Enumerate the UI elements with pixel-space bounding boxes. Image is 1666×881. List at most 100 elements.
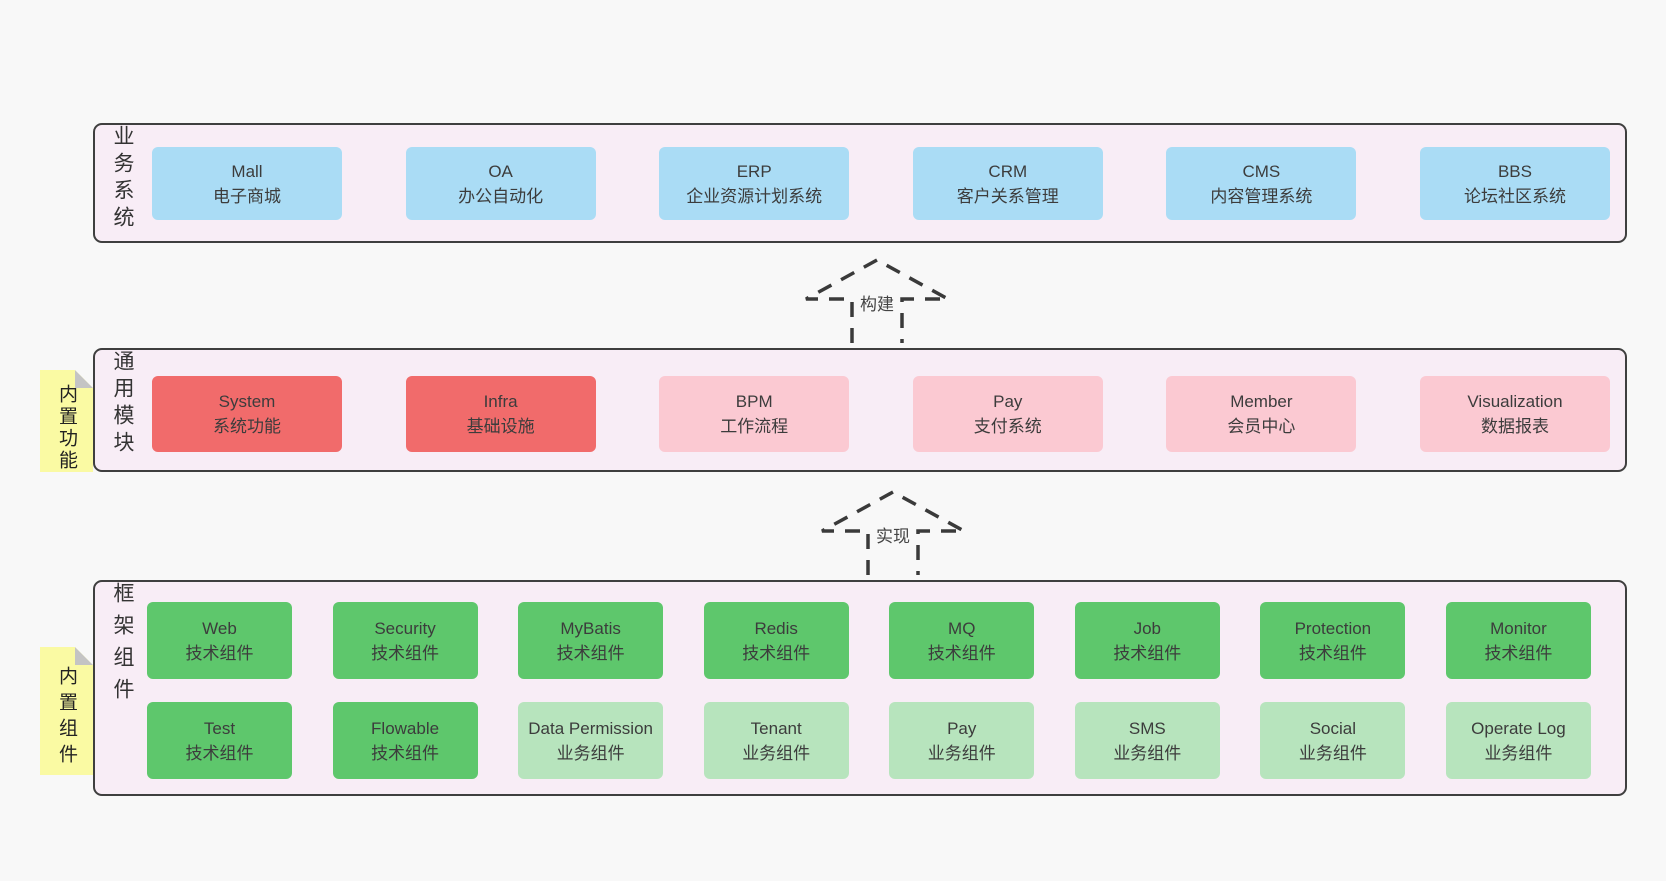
module-desc: 基础设施 <box>466 417 535 436</box>
component-box-mq: MQ 技术组件 <box>889 602 1035 679</box>
component-box-job: Job 技术组件 <box>1074 602 1220 679</box>
module-box-mall: Mall 电子商城 <box>152 147 342 220</box>
module-name: System <box>218 392 276 411</box>
component-desc: 技术组件 <box>556 643 625 663</box>
component-name: Pay <box>947 718 977 738</box>
layer-common-modules: 通用模块 System 系统功能 Infra 基础设施 BPM 工作流程 Pay… <box>93 348 1627 472</box>
component-desc: 技术组件 <box>371 743 440 763</box>
component-box-test: Test 技术组件 <box>147 702 292 779</box>
up-arrow-icon <box>821 490 965 575</box>
component-desc: 技术组件 <box>1113 643 1182 663</box>
component-name: Redis <box>754 618 798 638</box>
module-name: Pay <box>993 392 1023 411</box>
component-name: Monitor <box>1490 618 1547 638</box>
common-modules-row: System 系统功能 Infra 基础设施 BPM 工作流程 Pay 支付系统… <box>152 376 1610 452</box>
module-desc: 企业资源计划系统 <box>686 186 823 206</box>
component-name: Security <box>374 618 436 638</box>
component-desc: 业务组件 <box>1113 743 1182 763</box>
module-name: Mall <box>231 161 263 181</box>
component-name: Web <box>202 618 237 638</box>
component-box-tenant: Tenant 业务组件 <box>703 702 849 779</box>
component-desc: 技术组件 <box>742 643 811 663</box>
up-arrow-icon <box>805 258 949 343</box>
module-desc: 支付系统 <box>973 417 1042 436</box>
module-box-pay-system: Pay 支付系统 <box>912 376 1103 452</box>
arrow-implement: 实现 <box>818 487 968 577</box>
layer-label-framework-components: 框架组件 <box>111 582 134 710</box>
component-desc: 技术组件 <box>927 643 996 663</box>
component-box-web: Web 技术组件 <box>147 602 292 679</box>
component-name: Protection <box>1294 618 1372 638</box>
component-name: Test <box>203 718 236 738</box>
sticky-note-text: 内置组件 <box>56 666 77 770</box>
module-name: Infra <box>483 392 518 411</box>
framework-components-row-1: Web 技术组件 Security 技术组件 MyBatis 技术组件 Redi… <box>147 602 1591 679</box>
component-box-pay: Pay 业务组件 <box>889 702 1035 779</box>
component-name: MQ <box>948 618 976 638</box>
layer-label-common-modules: 通用模块 <box>111 350 134 458</box>
arrow-implement-label: 实现 <box>873 521 913 548</box>
sticky-note-text: 内置功能 <box>56 384 77 472</box>
component-name: Tenant <box>750 718 802 738</box>
module-desc: 论坛社区系统 <box>1463 186 1566 206</box>
module-name: Member <box>1230 392 1293 411</box>
layer-label-business-systems: 业务系统 <box>111 125 134 233</box>
module-desc: 系统功能 <box>213 417 281 436</box>
sticky-note-builtin-features: 内置功能 <box>40 370 93 472</box>
component-name: Operate Log <box>1471 718 1566 738</box>
sticky-note-builtin-components: 内置组件 <box>40 647 93 775</box>
folded-corner-icon <box>75 647 93 665</box>
component-desc: 业务组件 <box>742 743 811 763</box>
business-systems-row: Mall 电子商城 OA 办公自动化 ERP 企业资源计划系统 CRM 客户关系… <box>152 147 1610 220</box>
component-desc: 业务组件 <box>1484 743 1553 763</box>
module-desc: 工作流程 <box>720 417 789 436</box>
module-box-bpm: BPM 工作流程 <box>659 376 850 452</box>
component-box-monitor: Monitor 技术组件 <box>1445 602 1591 679</box>
component-desc: 技术组件 <box>185 643 254 663</box>
module-desc: 办公自动化 <box>458 186 544 206</box>
component-name: MyBatis <box>560 618 621 638</box>
module-box-visualization: Visualization 数据报表 <box>1419 376 1610 452</box>
component-box-operate-log: Operate Log 业务组件 <box>1445 702 1591 779</box>
module-name: BBS <box>1497 161 1532 181</box>
module-name: ERP <box>736 161 772 181</box>
component-box-redis: Redis 技术组件 <box>703 602 849 679</box>
module-box-infra: Infra 基础设施 <box>405 376 596 452</box>
module-desc: 会员中心 <box>1227 417 1296 436</box>
module-name: OA <box>488 161 513 181</box>
module-desc: 数据报表 <box>1480 417 1549 436</box>
component-name: Flowable <box>371 718 440 738</box>
module-name: CMS <box>1242 161 1281 181</box>
module-box-cms: CMS 内容管理系统 <box>1166 147 1357 220</box>
layer-business-systems: 业务系统 Mall 电子商城 OA 办公自动化 ERP 企业资源计划系统 CRM… <box>93 123 1627 243</box>
module-box-erp: ERP 企业资源计划系统 <box>659 147 850 220</box>
component-desc: 技术组件 <box>1298 643 1367 663</box>
module-name: BPM <box>735 392 773 411</box>
component-name: SMS <box>1128 718 1166 738</box>
component-box-protection: Protection 技术组件 <box>1260 602 1406 679</box>
module-box-member: Member 会员中心 <box>1166 376 1357 452</box>
component-box-flowable: Flowable 技术组件 <box>332 702 478 779</box>
module-name: Visualization <box>1467 392 1563 411</box>
component-desc: 业务组件 <box>556 743 625 763</box>
module-box-oa: OA 办公自动化 <box>405 147 596 220</box>
module-name: CRM <box>988 161 1028 181</box>
component-desc: 技术组件 <box>371 643 440 663</box>
module-desc: 电子商城 <box>213 186 281 206</box>
module-box-system: System 系统功能 <box>152 376 342 452</box>
component-name: Data Permission <box>528 718 653 738</box>
component-desc: 业务组件 <box>927 743 996 763</box>
folded-corner-icon <box>75 370 93 388</box>
module-box-crm: CRM 客户关系管理 <box>912 147 1103 220</box>
component-box-security: Security 技术组件 <box>332 602 478 679</box>
layer-framework-components: 框架组件 Web 技术组件 Security 技术组件 MyBatis 技术组件… <box>93 580 1627 796</box>
component-desc: 技术组件 <box>1484 643 1553 663</box>
module-box-bbs: BBS 论坛社区系统 <box>1419 147 1610 220</box>
component-box-sms: SMS 业务组件 <box>1074 702 1220 779</box>
component-desc: 技术组件 <box>185 743 254 763</box>
module-desc: 客户关系管理 <box>956 186 1059 206</box>
component-box-social: Social 业务组件 <box>1260 702 1406 779</box>
component-box-data-permission: Data Permission 业务组件 <box>518 702 664 779</box>
arrow-build: 构建 <box>802 255 952 345</box>
component-name: Job <box>1133 618 1162 638</box>
